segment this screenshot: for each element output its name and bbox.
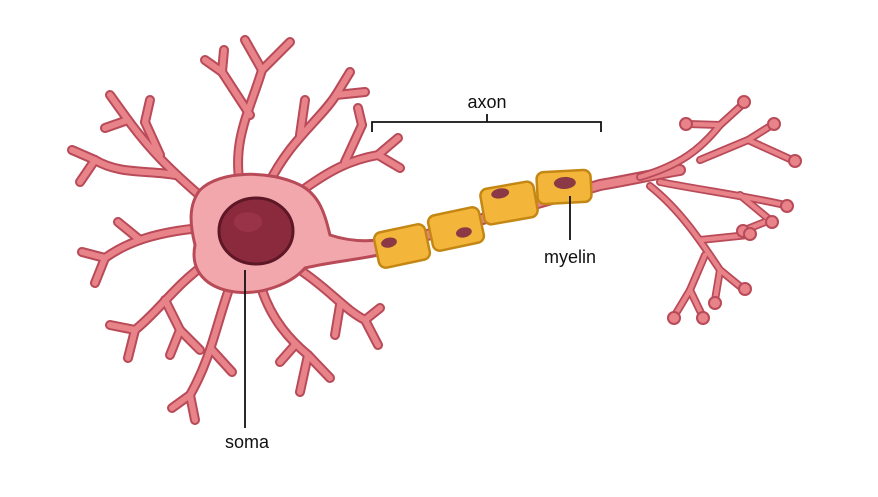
myelin-segment bbox=[426, 206, 486, 252]
dendrites bbox=[67, 35, 405, 425]
myelin-segment bbox=[479, 180, 539, 226]
soma-label: soma bbox=[225, 432, 270, 452]
myelin-segment bbox=[535, 168, 593, 206]
nucleus bbox=[217, 196, 295, 266]
axon-label: axon bbox=[467, 92, 506, 112]
axon-terminals bbox=[636, 95, 802, 325]
myelin-segment bbox=[372, 223, 432, 269]
myelin-label: myelin bbox=[544, 247, 596, 267]
axon-bracket bbox=[371, 114, 602, 132]
myelin-sheath bbox=[372, 168, 593, 269]
